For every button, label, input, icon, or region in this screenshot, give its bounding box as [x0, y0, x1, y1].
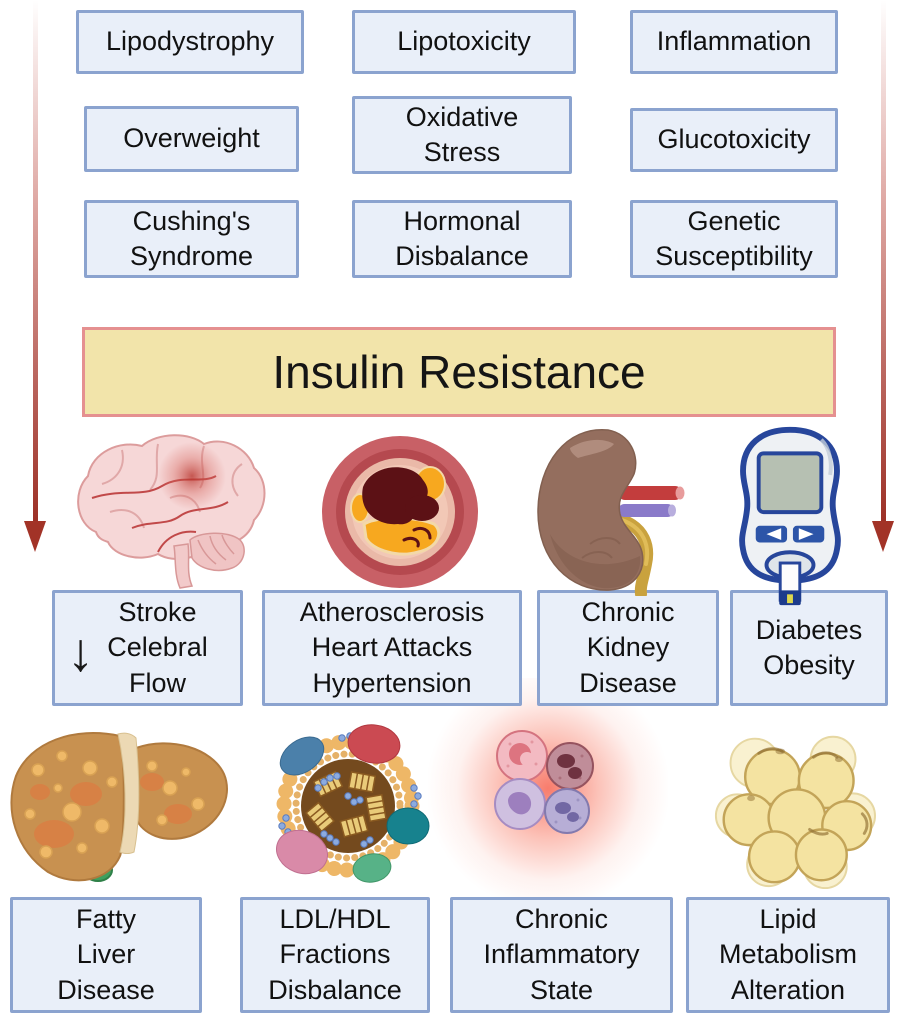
- cause-label: Lipotoxicity: [397, 26, 531, 57]
- cause-box-glucotoxicity: Glucotoxicity: [630, 108, 838, 172]
- cause-label: Glucotoxicity: [657, 124, 811, 155]
- cause-label: Oxidative Stress: [405, 101, 519, 167]
- cause-label: Lipodystrophy: [105, 26, 275, 57]
- cause-label: Cushing's Syndrome: [129, 205, 254, 271]
- cause-label: Inflammation: [656, 26, 812, 57]
- ldl-particle-icon: [262, 722, 434, 894]
- consequence-box-lipid-metabolism-alteration: Lipid Metabolism Alteration: [686, 897, 890, 1013]
- consequence-label: Lipid Metabolism Alteration: [718, 904, 858, 1005]
- right-flow-arrowhead-icon: [872, 521, 894, 552]
- consequence-box-ldl-hdl-disbalance: LDL/HDL Fractions Disbalance: [240, 897, 430, 1013]
- cause-box-cushings-syndrome: Cushing's Syndrome: [84, 200, 299, 278]
- fat-cells-icon: [712, 724, 876, 892]
- decrease-arrow-icon: ↓: [67, 622, 94, 683]
- left-flow-arrowhead-icon: [24, 521, 46, 552]
- cause-box-inflammation: Inflammation: [630, 10, 838, 74]
- consequence-label: Atherosclerosis Heart Attacks Hypertensi…: [299, 597, 485, 698]
- kidney-icon: [530, 424, 695, 596]
- cause-box-genetic-susceptibility: Genetic Susceptibility: [630, 200, 838, 278]
- right-flow-arrow-line: [881, 0, 886, 524]
- consequence-box-atherosclerosis: Atherosclerosis Heart Attacks Hypertensi…: [262, 590, 522, 706]
- brain-stroke-icon: [62, 428, 274, 596]
- consequence-box-chronic-inflammatory-state: Chronic Inflammatory State: [450, 897, 673, 1013]
- consequence-label: Diabetes Obesity: [755, 614, 863, 680]
- cause-box-overweight: Overweight: [84, 106, 299, 172]
- consequence-box-fatty-liver-disease: Fatty Liver Disease: [10, 897, 202, 1013]
- cause-box-hormonal-disbalance: Hormonal Disbalance: [352, 200, 572, 278]
- cause-label: Genetic Susceptibility: [655, 205, 813, 271]
- cause-label: Hormonal Disbalance: [395, 205, 529, 271]
- cause-box-lipodystrophy: Lipodystrophy: [76, 10, 304, 74]
- consequence-label: Fatty Liver Disease: [57, 904, 155, 1005]
- consequence-box-diabetes-obesity: Diabetes Obesity: [730, 590, 888, 706]
- glucometer-icon: [722, 424, 858, 610]
- cause-label: Overweight: [123, 123, 260, 154]
- banner-title: Insulin Resistance: [272, 346, 646, 398]
- cause-box-oxidative-stress: Oxidative Stress: [352, 96, 572, 174]
- consequence-box-chronic-kidney-disease: Chronic Kidney Disease: [537, 590, 719, 706]
- inflammatory-cells-icon: [428, 678, 668, 908]
- insulin-resistance-banner: Insulin Resistance: [82, 327, 836, 417]
- consequence-label: Chronic Inflammatory State: [483, 904, 640, 1005]
- atherosclerosis-vessel-icon: [318, 432, 482, 592]
- left-flow-arrow-line: [33, 0, 38, 524]
- consequence-box-stroke-celebral-flow: ↓ Stroke Celebral Flow: [52, 590, 243, 706]
- consequence-label: LDL/HDL Fractions Disbalance: [268, 904, 402, 1005]
- fatty-liver-icon: [2, 722, 234, 894]
- consequence-label: Chronic Kidney Disease: [579, 597, 677, 698]
- cause-box-lipotoxicity: Lipotoxicity: [352, 10, 576, 74]
- consequence-label: Stroke Celebral Flow: [107, 597, 208, 698]
